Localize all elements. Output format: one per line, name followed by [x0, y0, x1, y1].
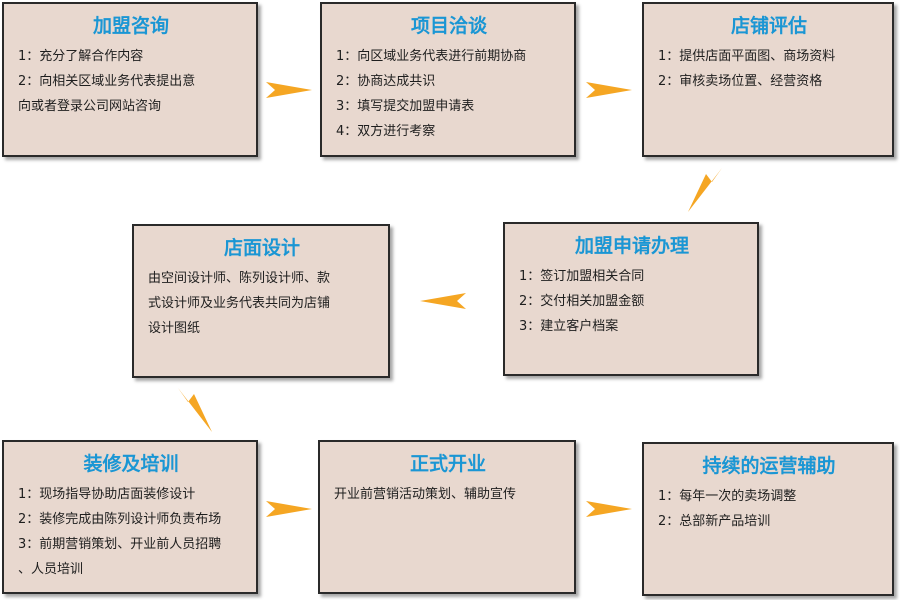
step-box-grand-opening: 正式开业 开业前营销活动策划、辅助宣传 — [318, 440, 576, 594]
step-line: 2：向相关区域业务代表提出意 — [18, 74, 196, 89]
step-line: 1：充分了解合作内容 — [18, 49, 144, 64]
step-line: 1：提供店面平面图、商场资料 — [658, 49, 836, 64]
step-line: 2：交付相关加盟金额 — [519, 294, 645, 309]
arrow-right-icon — [586, 82, 632, 98]
step-line: 2：审核卖场位置、经营资格 — [658, 74, 823, 89]
step-title: 加盟咨询 — [92, 15, 169, 37]
step-line: 、人员培训 — [18, 562, 84, 577]
step-title: 加盟申请办理 — [574, 235, 689, 257]
arrow-right-icon — [266, 82, 312, 98]
step-title: 店面设计 — [223, 237, 300, 259]
step-line: 3：填写提交加盟申请表 — [336, 99, 475, 114]
step-line: 2：协商达成共识 — [336, 74, 436, 89]
step-title: 持续的运营辅助 — [702, 455, 836, 477]
step-title: 正式开业 — [409, 453, 486, 475]
step-line: 1：向区域业务代表进行前期协商 — [336, 49, 527, 64]
step-box-project-negotiation: 项目洽谈 1：向区域业务代表进行前期协商 2：协商达成共识 3：填写提交加盟申请… — [320, 2, 576, 157]
step-line: 2：总部新产品培训 — [658, 514, 771, 529]
step-line: 2：装修完成由陈列设计师负责布场 — [18, 512, 222, 527]
arrow-down-left-icon — [688, 168, 722, 212]
step-box-store-evaluation: 店铺评估 1：提供店面平面图、商场资料 2：审核卖场位置、经营资格 — [642, 2, 894, 157]
step-line: 向或者登录公司网站咨询 — [18, 99, 162, 114]
step-line: 3：前期营销策划、开业前人员招聘 — [18, 537, 222, 552]
step-line: 1：每年一次的卖场调整 — [658, 489, 797, 504]
step-title: 装修及培训 — [83, 453, 179, 475]
step-box-ongoing-support: 持续的运营辅助 1：每年一次的卖场调整 2：总部新产品培训 — [642, 442, 894, 596]
arrow-left-icon — [420, 293, 466, 309]
step-title: 项目洽谈 — [410, 15, 487, 37]
step-line: 式设计师及业务代表共同为店铺 — [148, 296, 331, 311]
step-box-franchise-consult: 加盟咨询 1：充分了解合作内容 2：向相关区域业务代表提出意 向或者登录公司网站… — [2, 2, 258, 157]
step-line: 4：双方进行考察 — [336, 124, 436, 139]
step-box-application-processing: 加盟申请办理 1：签订加盟相关合同 2：交付相关加盟金额 3：建立客户档案 — [503, 222, 759, 376]
step-title: 店铺评估 — [730, 15, 807, 37]
step-line: 设计图纸 — [148, 321, 201, 336]
arrow-right-icon — [266, 501, 312, 517]
step-line: 1：签订加盟相关合同 — [519, 269, 645, 284]
step-line: 1：现场指导协助店面装修设计 — [18, 487, 196, 502]
step-box-store-design: 店面设计 由空间设计师、陈列设计师、款 式设计师及业务代表共同为店铺 设计图纸 — [132, 224, 390, 378]
step-line: 开业前营销活动策划、辅助宣传 — [334, 487, 517, 502]
arrow-down-right-icon — [178, 388, 212, 432]
step-line: 3：建立客户档案 — [519, 319, 619, 334]
arrow-right-icon — [586, 501, 632, 517]
step-box-decoration-training: 装修及培训 1：现场指导协助店面装修设计 2：装修完成由陈列设计师负责布场 3：… — [2, 440, 258, 594]
step-line: 由空间设计师、陈列设计师、款 — [148, 271, 331, 286]
